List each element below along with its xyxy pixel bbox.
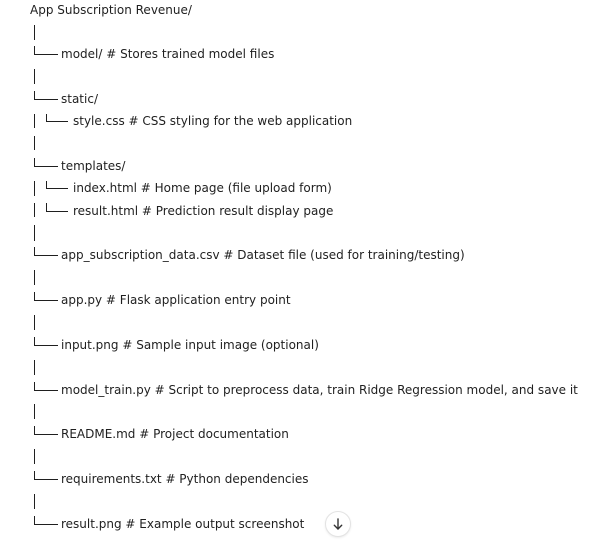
tree-connector-horizontal (46, 121, 68, 122)
tree-connector-horizontal (34, 434, 58, 435)
tree-connector-horizontal (34, 390, 58, 391)
tree-connector-vertical (46, 203, 47, 211)
tree-connector-vertical (34, 46, 35, 54)
tree-item-label: style.css # CSS styling for the web appl… (73, 114, 353, 128)
tree-item-label: result.png # Example output screenshot (61, 517, 305, 531)
tree-item-label: model/ # Stores trained model files (61, 47, 275, 61)
tree-connector-vertical (34, 247, 35, 255)
tree-item-label: result.html # Prediction result display … (73, 204, 334, 218)
tree-item-label: app.py # Flask application entry point (61, 293, 291, 307)
tree-connector-horizontal (34, 99, 58, 100)
tree-connector-vertical (34, 91, 35, 99)
tree-connector-vertical (46, 114, 47, 121)
tree-item-label: model_train.py # Script to preprocess da… (61, 383, 578, 397)
tree-item-label: templates/ (61, 159, 126, 173)
tree-connector-vertical (34, 158, 35, 166)
tree-connector-vertical (34, 292, 35, 300)
tree-connector-vertical (34, 494, 35, 509)
tree-connector-vertical (34, 25, 35, 40)
tree-connector-horizontal (34, 300, 58, 301)
tree-connector-vertical (34, 426, 35, 434)
tree-connector-vertical (34, 471, 35, 479)
tree-connector-vertical (34, 69, 35, 84)
tree-connector-vertical (34, 203, 35, 217)
tree-connector-vertical (34, 360, 35, 375)
tree-connector-horizontal (46, 211, 68, 212)
tree-item-label: static/ (61, 92, 98, 106)
tree-connector-vertical (34, 516, 35, 524)
tree-connector-vertical (34, 225, 35, 241)
tree-connector-vertical (34, 136, 35, 150)
scroll-down-button[interactable] (325, 511, 351, 537)
tree-connector-vertical (34, 270, 35, 285)
tree-connector-horizontal (34, 166, 58, 167)
tree-connector-vertical (34, 382, 35, 390)
tree-connector-horizontal (34, 54, 58, 55)
tree-item-label: app_subscription_data.csv # Dataset file… (61, 248, 465, 262)
tree-item-label: input.png # Sample input image (optional… (61, 338, 319, 352)
tree-connector-vertical (34, 337, 35, 345)
tree-root-label: App Subscription Revenue/ (30, 3, 192, 17)
tree-connector-horizontal (34, 479, 58, 480)
tree-connector-vertical (34, 449, 35, 464)
tree-connector-horizontal (34, 524, 58, 525)
tree-connector-vertical (34, 181, 35, 196)
tree-connector-horizontal (34, 345, 58, 346)
tree-connector-vertical (34, 315, 35, 330)
tree-connector-vertical (34, 404, 35, 419)
tree-item-label: index.html # Home page (file upload form… (73, 181, 332, 195)
tree-connector-vertical (46, 181, 47, 188)
tree-item-label: requirements.txt # Python dependencies (61, 472, 309, 486)
tree-connector-horizontal (34, 255, 58, 256)
tree-connector-horizontal (46, 188, 68, 189)
arrow-down-icon (333, 518, 343, 530)
tree-item-label: README.md # Project documentation (61, 427, 289, 441)
tree-connector-vertical (34, 114, 35, 128)
